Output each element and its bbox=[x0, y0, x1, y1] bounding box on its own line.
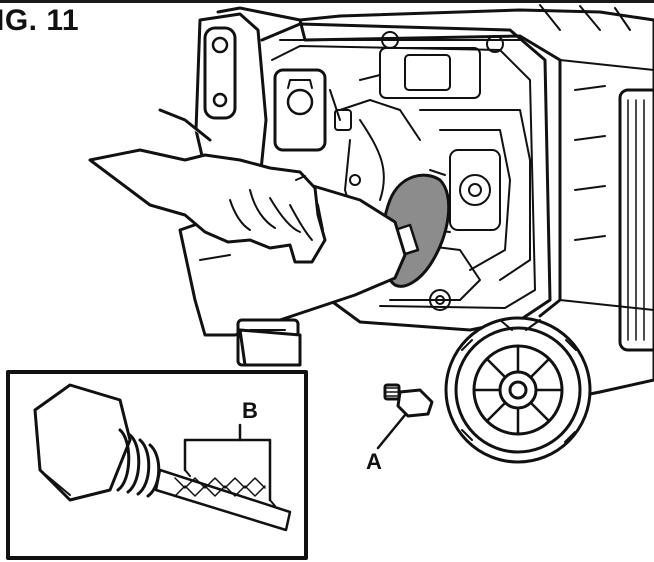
figure-title: IG. 11 bbox=[0, 4, 80, 37]
engine-bay-opening bbox=[260, 22, 552, 332]
wheel bbox=[444, 316, 592, 464]
top-rule bbox=[0, 0, 654, 3]
callout-a-leader bbox=[376, 413, 407, 450]
callout-label-b: B bbox=[242, 398, 258, 423]
callout-label-a: A bbox=[366, 449, 382, 474]
dipstick-detail-illustration bbox=[6, 370, 308, 560]
dipstick-cap-a bbox=[383, 383, 434, 418]
hand-and-arm bbox=[88, 108, 327, 264]
engine-internals bbox=[329, 31, 531, 311]
base-foot bbox=[238, 328, 302, 367]
